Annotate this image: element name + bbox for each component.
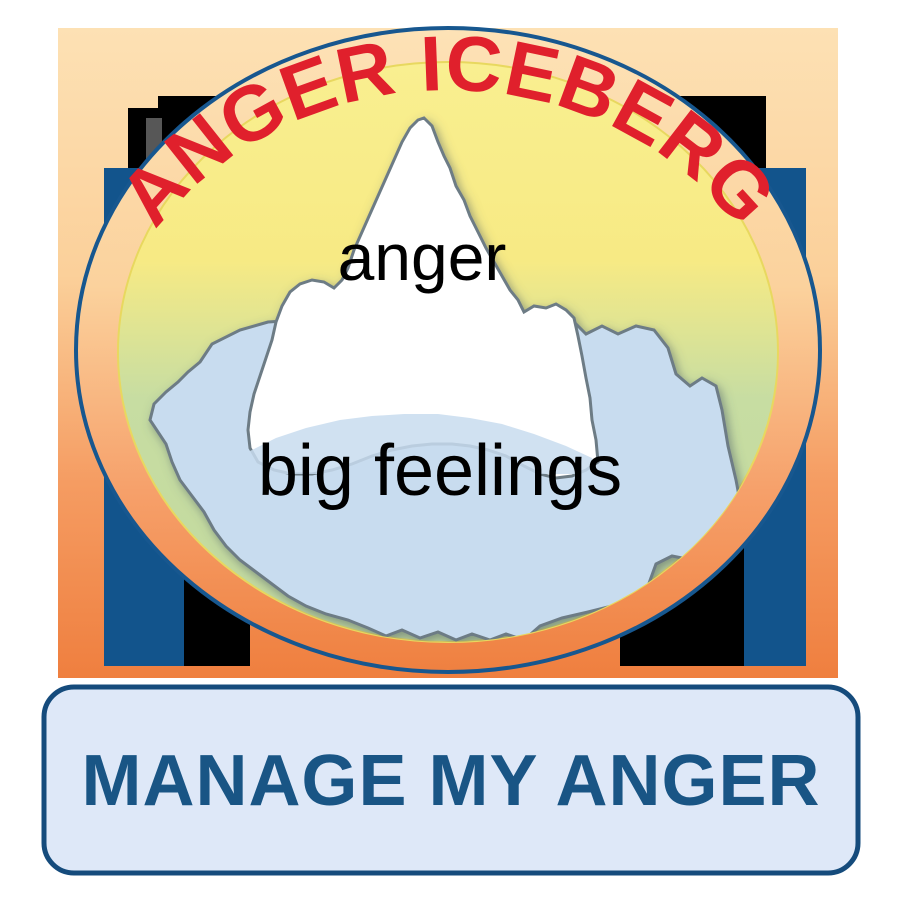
waterline-wash [248, 414, 600, 474]
iceberg-underwater-label: big feelings [258, 431, 622, 511]
manage-my-anger-button[interactable]: MANAGE MY ANGER [41, 684, 861, 876]
manage-my-anger-button-label: MANAGE MY ANGER [81, 741, 820, 821]
manage-my-anger-button-surface[interactable] [41, 684, 861, 876]
iceberg-tip-label: anger [338, 220, 507, 294]
